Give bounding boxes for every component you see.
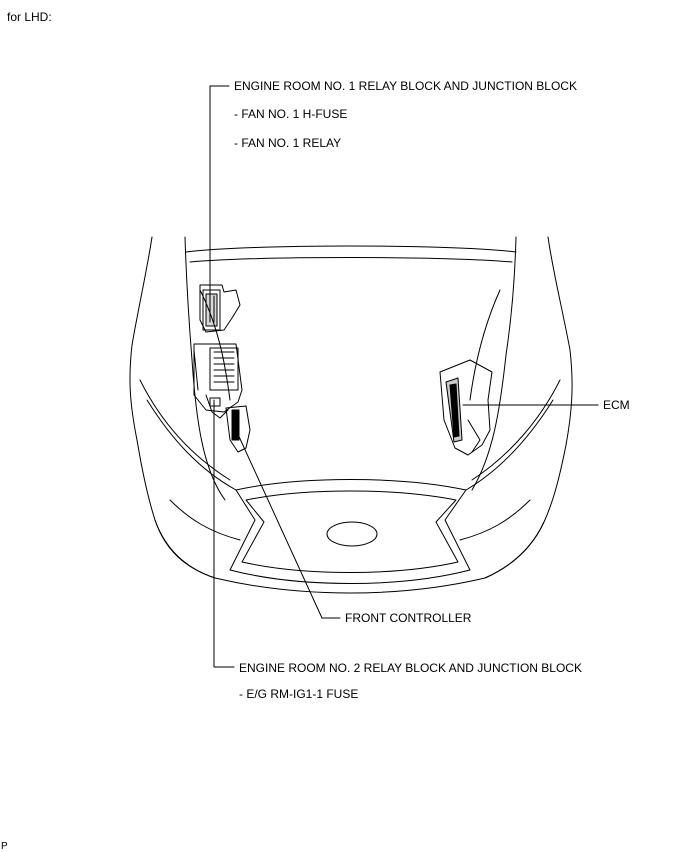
front-controller-component: [225, 405, 251, 453]
relay-block-1-item-fan-relay: - FAN NO. 1 RELAY: [234, 136, 342, 150]
corner-mark: P: [1, 841, 8, 852]
relay-block-1-item-fan-h-fuse: - FAN NO. 1 H-FUSE: [234, 107, 348, 121]
relay-block-2-label: ENGINE ROOM NO. 2 RELAY BLOCK AND JUNCTI…: [239, 661, 582, 675]
relay-block-1-component: [199, 284, 241, 333]
car-body-outline: [129, 236, 573, 579]
leader-lines: [209, 85, 599, 668]
variant-label: for LHD:: [7, 10, 52, 24]
front-controller-label: FRONT CONTROLLER: [345, 611, 472, 625]
leader-relay-block-1: [209, 85, 230, 301]
relay-block-2-item-rm-ig1-fuse: - E/G RM-IG1-1 FUSE: [239, 687, 359, 701]
spindle-grille: [229, 479, 471, 584]
hood-outline: [185, 245, 517, 401]
ecm-component: [439, 359, 493, 456]
ecm-label: ECM: [603, 398, 630, 412]
headlights: [139, 379, 561, 491]
leader-front-controller: [235, 429, 341, 619]
leader-relay-block-2: [213, 399, 235, 668]
front-bumper: [154, 499, 545, 594]
relay-block-1-label: ENGINE ROOM NO. 1 RELAY BLOCK AND JUNCTI…: [234, 79, 577, 93]
emblem: [326, 521, 378, 547]
